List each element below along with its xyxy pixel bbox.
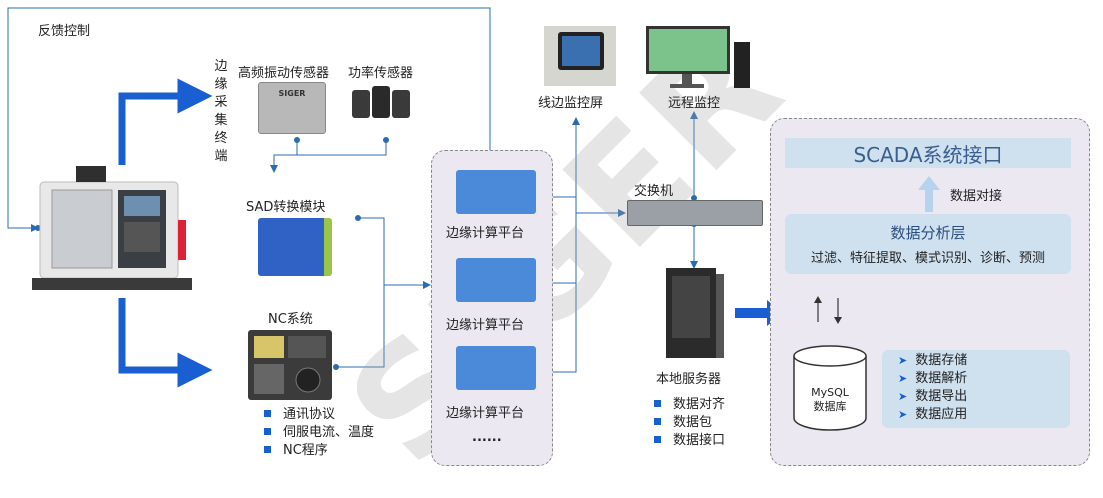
nc-bullet-item: 伺服电流、温度: [264, 424, 374, 442]
edge-terminal-label: 边 缘 采 集 终 端: [214, 59, 228, 164]
arrow-to-nc: [118, 298, 213, 388]
nc-bullet-item: NC程序: [264, 442, 374, 460]
server-bullet-item: 数据接口: [654, 432, 725, 450]
edge-platform-label: 边缘计算平台: [446, 318, 525, 333]
nc-to-edge: [336, 285, 385, 368]
database-label: MySQL 数据库: [811, 386, 849, 413]
sad-module-image: [258, 218, 332, 276]
edge-platform-label: 边缘计算平台: [446, 226, 525, 241]
scada-title: SCADA系统接口: [853, 142, 1003, 167]
edge-device-image: [456, 346, 536, 390]
server-label: 本地服务器: [656, 372, 722, 387]
analysis-title: 数据分析层: [890, 224, 966, 242]
server-image: [666, 268, 724, 358]
feature-item: 数据应用: [898, 406, 1070, 424]
sensor-brand-logo: SIGER: [278, 89, 306, 98]
remote-label: 远程监控: [668, 96, 721, 111]
nc-bullets: 通讯协议 伺服电流、温度 NC程序: [264, 406, 374, 460]
feedback-line: [7, 7, 491, 232]
sensor-to-sad: [270, 140, 298, 173]
switch-image: [627, 200, 763, 226]
arrow-to-sensors: [118, 78, 213, 165]
switch-label: 交换机: [634, 184, 674, 199]
feedback-label: 反馈控制: [38, 24, 91, 39]
feature-item: 数据解析: [898, 370, 1070, 388]
nc-bullet-item: 通讯协议: [264, 406, 374, 424]
data-link-label: 数据对接: [950, 189, 1003, 204]
hf-sensor-label: 高频振动传感器: [238, 66, 330, 81]
scada-title-bar: SCADA系统接口: [785, 138, 1071, 168]
sad-module-label: SAD转换模块: [246, 200, 326, 215]
edge-platform-label: 边缘计算平台: [446, 406, 525, 421]
server-bullets: 数据对齐 数据包 数据接口: [654, 396, 725, 450]
line-screen-label: 线边监控屏: [538, 96, 604, 111]
edge-bus: [543, 196, 577, 373]
server-bullet-item: 数据对齐: [654, 396, 725, 414]
nc-panel-image: [248, 330, 332, 400]
nc-system-label: NC系统: [268, 312, 313, 327]
database-icon: [793, 345, 867, 431]
remote-monitor-image: [646, 26, 750, 88]
cnc-machine-image: [32, 166, 192, 290]
feature-item: 数据存储: [898, 352, 1070, 370]
data-features-box: 数据存储 数据解析 数据导出 数据应用: [882, 350, 1070, 428]
power-sensor-image: [352, 86, 410, 118]
edge-device-image: [456, 170, 536, 214]
sad-to-edge: [358, 217, 431, 289]
analysis-layer-box: 数据分析层 过滤、特征提取、模式识别、诊断、预测: [785, 214, 1071, 274]
up-down-arrows-icon: [814, 296, 842, 324]
power-sensor-label: 功率传感器: [348, 66, 414, 81]
ellipsis-label: ......: [472, 430, 502, 445]
up-arrow-icon: [918, 176, 940, 212]
vibration-sensor-image: SIGER: [258, 82, 326, 134]
feature-item: 数据导出: [898, 388, 1070, 406]
server-bullet-item: 数据包: [654, 414, 725, 432]
analysis-subtitle: 过滤、特征提取、模式识别、诊断、预测: [810, 251, 1045, 266]
edge-device-image: [456, 258, 536, 302]
line-screen-image: [544, 26, 616, 86]
